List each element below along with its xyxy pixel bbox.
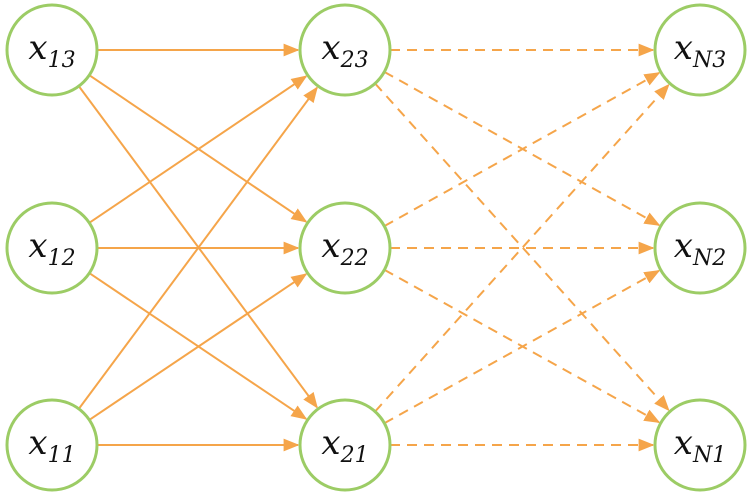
node-x23: x23 [298, 3, 392, 97]
node-circle-xN1 [653, 398, 747, 492]
node-label-base: x [321, 226, 340, 266]
node-label-xN3: xN3 [674, 28, 726, 73]
node-label-subscript: N3 [692, 48, 726, 73]
node-x22: x22 [298, 201, 392, 295]
node-label-subscript: N2 [692, 246, 726, 271]
node-label-base: x [674, 28, 693, 68]
solid-edge-x11-x23 [77, 86, 318, 410]
node-xN1: xN1 [653, 398, 747, 492]
node-x21: x21 [298, 398, 392, 492]
node-label-subscript: N1 [692, 443, 726, 468]
solid-edge-x12-x23 [88, 75, 308, 224]
node-xN3: xN3 [653, 3, 747, 97]
node-label-x13: x13 [28, 28, 75, 73]
node-label-xN2: xN2 [674, 226, 726, 271]
node-circle-xN2 [653, 201, 747, 295]
node-label-x12: x12 [28, 226, 75, 271]
node-circle-x23 [298, 3, 392, 97]
node-label-xN1: xN1 [674, 423, 726, 468]
node-label-subscript: 22 [340, 246, 369, 271]
node-label-subscript: 12 [48, 246, 76, 271]
node-xN2: xN2 [653, 201, 747, 295]
node-circle-x21 [298, 398, 392, 492]
solid-edge-x11-x22 [88, 273, 308, 421]
node-label-x21: x21 [321, 423, 368, 468]
node-circle-x11 [5, 398, 99, 492]
node-label-subscript: 21 [340, 443, 369, 468]
node-label-subscript: 23 [340, 48, 369, 73]
edges-layer [77, 43, 670, 452]
node-circle-xN3 [653, 3, 747, 97]
node-label-base: x [28, 423, 47, 463]
node-label-subscript: 13 [48, 48, 76, 73]
node-label-base: x [674, 423, 693, 463]
node-label-base: x [321, 28, 340, 68]
node-label-x22: x22 [321, 226, 368, 271]
node-label-base: x [28, 226, 47, 266]
node-label-base: x [321, 423, 340, 463]
dashed-edge-x23-xN1 [374, 82, 670, 412]
dashed-edge-x21-xN2 [383, 269, 661, 425]
node-label-x11: x11 [28, 423, 75, 468]
node-label-x23: x23 [321, 28, 368, 73]
node-circle-x22 [298, 201, 392, 295]
node-x12: x12 [5, 201, 99, 295]
node-circle-x12 [5, 201, 99, 295]
node-label-base: x [674, 226, 693, 266]
node-label-subscript: 11 [48, 443, 76, 468]
node-label-base: x [28, 28, 47, 68]
node-circle-x13 [5, 3, 99, 97]
node-x11: x11 [5, 398, 99, 492]
node-x13: x13 [5, 3, 99, 97]
dashed-edge-x22-xN3 [383, 72, 661, 227]
dashed-edge-x21-xN3 [374, 83, 670, 413]
